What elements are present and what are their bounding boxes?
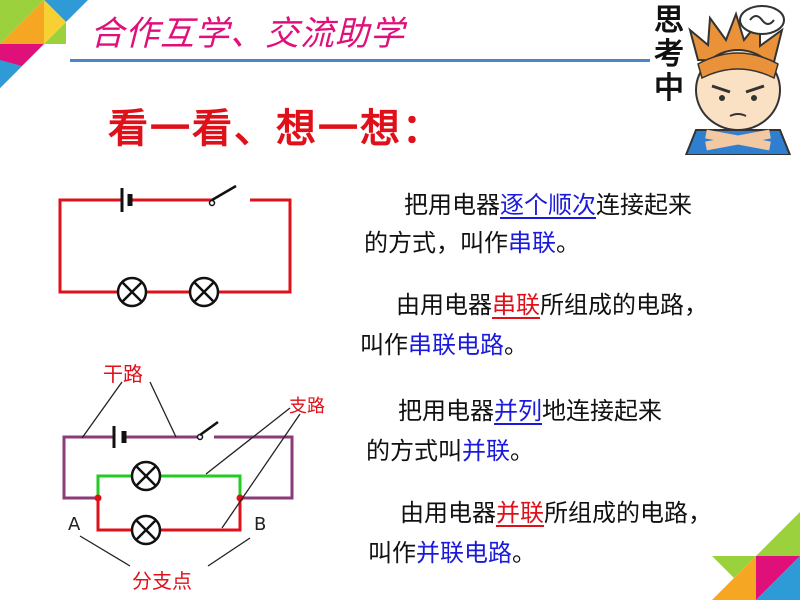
header-title: 合作互学、交流助学 — [90, 14, 405, 54]
text: 。 — [512, 539, 536, 567]
emphasis-side-by-side: 并列 — [494, 397, 542, 425]
emphasis-parallel-red: 并联 — [496, 499, 544, 527]
emphasis-parallel: 并联 — [462, 437, 510, 465]
label-main-path: 干路 — [103, 362, 143, 386]
caption-char-1: 思 — [654, 3, 684, 38]
caption-char-3: 中 — [654, 71, 684, 106]
para-parallel-def-line1: 把用电器并列地连接起来 — [398, 394, 662, 428]
header-divider — [70, 59, 660, 62]
para-series-circuit-line1: 由用电器串联所组成的电路， — [396, 288, 708, 322]
text: 。 — [504, 331, 528, 359]
text: 叫作 — [368, 539, 416, 567]
cartoon-illustration — [650, 0, 800, 155]
emphasis-series-circuit: 串联电路 — [408, 331, 504, 359]
emphasis-one-by-one: 逐个顺次 — [500, 191, 596, 219]
para-series-circuit-line2: 叫作串联电路。 — [360, 328, 528, 362]
para-parallel-circuit-line1: 由用电器并联所组成的电路， — [400, 496, 712, 530]
text: 。 — [556, 229, 580, 257]
text: 由用电器 — [396, 291, 492, 319]
para-series-def-line1: 把用电器逐个顺次连接起来 — [404, 188, 692, 222]
text: 把用电器 — [398, 397, 494, 425]
thinking-cartoon: 思 考 中 — [650, 0, 800, 155]
emphasis-parallel-circuit: 并联电路 — [416, 539, 512, 567]
emphasis-series-red: 串联 — [492, 291, 540, 319]
text: 。 — [510, 437, 534, 465]
text: 的方式叫 — [366, 437, 462, 465]
text: 所组成的电路， — [544, 499, 712, 527]
para-parallel-circuit-line2: 叫作并联电路。 — [368, 536, 536, 570]
para-series-def-line2: 的方式，叫作串联。 — [364, 226, 580, 260]
text: 的方式，叫作 — [364, 229, 508, 257]
label-branch: 支路 — [289, 396, 325, 417]
label-node-a: A — [68, 514, 81, 535]
cartoon-caption: 思 考 中 — [654, 4, 684, 106]
text: 由用电器 — [400, 499, 496, 527]
text: 把用电器 — [404, 191, 500, 219]
para-parallel-def-line2: 的方式叫并联。 — [366, 434, 534, 468]
label-node-b: B — [254, 514, 267, 535]
label-branch-point: 分支点 — [132, 569, 192, 593]
text: 叫作 — [360, 331, 408, 359]
text: 所组成的电路， — [540, 291, 708, 319]
text: 地连接起来 — [542, 397, 662, 425]
emphasis-series: 串联 — [508, 229, 556, 257]
caption-char-2: 考 — [654, 37, 684, 72]
main-heading: 看一看、想一想： — [108, 105, 444, 152]
text: 连接起来 — [596, 191, 692, 219]
